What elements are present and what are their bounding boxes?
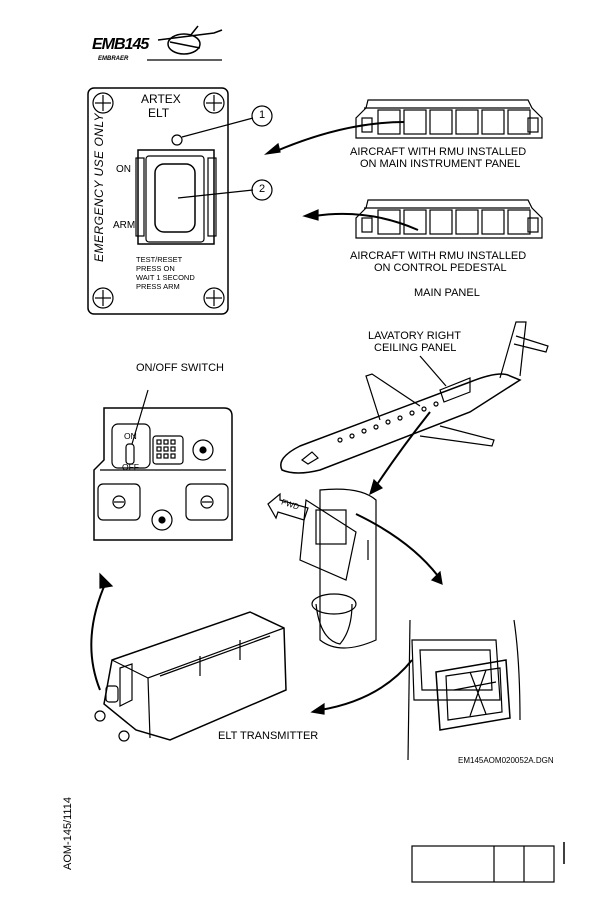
main-panel-caption: MAIN PANEL	[414, 287, 480, 299]
rmu-main-panel-drawing	[263, 99, 543, 155]
airplane-drawing	[280, 321, 549, 496]
antenna-connector-icon	[151, 509, 173, 531]
logo-maker: EMBRAER	[98, 56, 129, 62]
panel-title-2: ELT	[148, 106, 170, 120]
lavatory-label-1: LAVATORY RIGHT	[368, 330, 461, 342]
toggle-switch-icon	[125, 443, 135, 465]
footer-revision-box	[411, 842, 565, 883]
rmu-pedestal-line2: ON CONTROL PEDESTAL	[374, 262, 507, 274]
instruction-2: PRESS ON	[136, 264, 175, 273]
fwd-arrow-icon	[267, 492, 309, 521]
emergency-use-label: EMERGENCY USE ONLY	[92, 112, 106, 262]
rmu-pedestal-line1: AIRCRAFT WITH RMU INSTALLED	[350, 250, 527, 262]
lavatory-drawing	[299, 488, 443, 649]
onoff-switch-label: ON/OFF SWITCH	[136, 362, 224, 374]
drawing-id: EM145AOM020052A.DGN	[458, 756, 554, 765]
on-label: ON	[116, 164, 131, 175]
callout-circle-1	[251, 105, 273, 127]
elt-transmitter-drawing	[94, 611, 287, 742]
elt-control-panel	[87, 87, 273, 315]
ceiling-panel-drawing	[310, 619, 521, 761]
instruction-1: TEST/RESET	[136, 255, 183, 264]
connector-icon	[192, 439, 214, 461]
panel-title-1: ARTEX	[141, 92, 181, 106]
arrow-up-icon	[99, 572, 114, 589]
logo-model: EMB145	[92, 36, 149, 53]
callout-circle-2	[251, 179, 273, 201]
lavatory-label-2: CEILING PANEL	[374, 342, 457, 354]
arm-label: ARM	[113, 220, 136, 231]
rmu-main-line2: ON MAIN INSTRUMENT PANEL	[360, 158, 521, 170]
rmu-main-line1: AIRCRAFT WITH RMU INSTALLED	[350, 146, 527, 158]
logo-plane-icon	[147, 25, 223, 61]
switch-on-label: ON	[124, 431, 137, 441]
instruction-4: PRESS ARM	[136, 282, 180, 291]
elt-transmitter-face	[93, 389, 233, 541]
screw-icon	[92, 92, 225, 309]
rocker-switch-icon	[154, 163, 196, 233]
rmu-pedestal-drawing	[302, 199, 543, 239]
callout-1: 1	[259, 109, 266, 121]
switch-off-label: OFF	[122, 462, 139, 472]
indicator-light-icon	[171, 134, 183, 146]
doc-id: AOM-145/1114	[62, 797, 74, 870]
elt-transmitter-label: ELT TRANSMITTER	[218, 730, 319, 742]
instruction-3: WAIT 1 SECOND	[136, 273, 195, 282]
callout-2: 2	[259, 183, 266, 195]
